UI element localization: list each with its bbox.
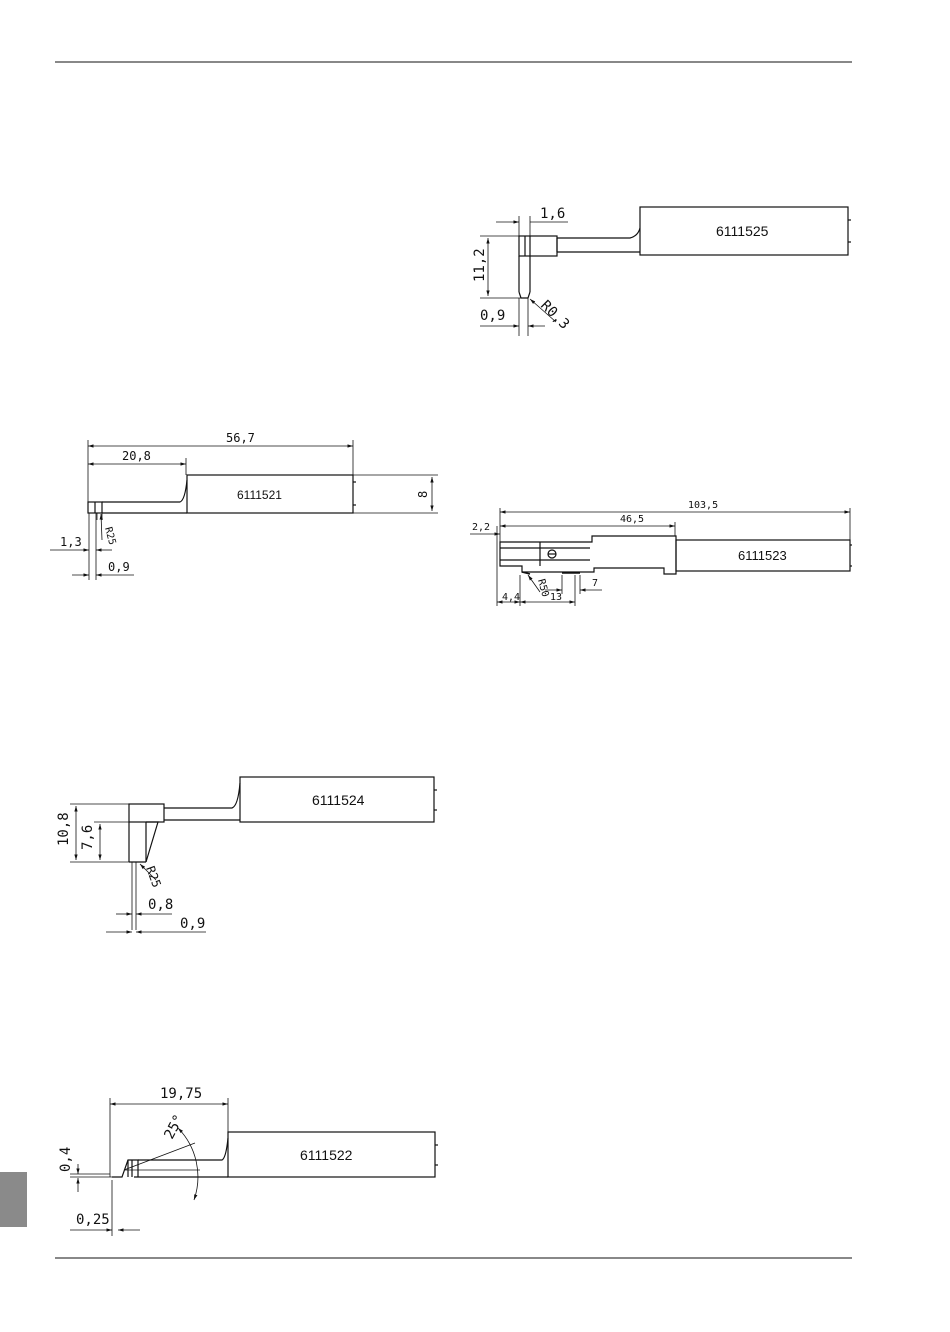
dim-r25-a: R25	[102, 526, 117, 546]
dim-11-2: 11,2	[472, 248, 488, 282]
stylus-6111525-drawing	[480, 207, 851, 336]
dim-0-25: 0,25	[76, 1212, 110, 1228]
dim-0-8: 0,8	[148, 897, 173, 913]
part-number-6111525: 6111525	[716, 223, 769, 239]
dim-0-9-b: 0,9	[108, 560, 130, 574]
dim-r25-b: R25	[143, 864, 164, 889]
dim-13: 13	[550, 592, 562, 603]
dim-r50: R50	[535, 578, 550, 598]
dim-10-8: 10,8	[56, 812, 72, 846]
dim-103-5: 103,5	[688, 500, 718, 511]
dim-r0-3: R0,3	[537, 298, 572, 333]
dim-0-9-c: 0,9	[180, 916, 205, 932]
dim-4-4: 4,4	[502, 592, 520, 603]
dim-46-5: 46,5	[620, 514, 644, 525]
dim-1-3: 1,3	[60, 535, 82, 549]
part-number-6111524: 6111524	[312, 792, 365, 808]
stylus-6111523-drawing	[470, 508, 852, 606]
dim-19-75: 19,75	[160, 1086, 202, 1102]
dim-56-7: 56,7	[226, 431, 255, 445]
part-number-6111523: 6111523	[738, 548, 787, 563]
part-number-6111521: 6111521	[237, 488, 282, 502]
dim-20-8: 20,8	[122, 449, 151, 463]
dim-7: 7	[592, 578, 598, 589]
part-number-6111522: 6111522	[300, 1147, 353, 1163]
dim-0-9-a: 0,9	[480, 308, 505, 324]
dim-0-4: 0,4	[58, 1147, 74, 1172]
dim-1-6: 1,6	[540, 206, 565, 222]
stylus-6111522-drawing	[70, 1098, 438, 1236]
dim-7-6: 7,6	[80, 825, 96, 850]
dim-8: 8	[416, 491, 430, 498]
stylus-6111524-drawing	[70, 777, 437, 932]
dim-2-2: 2,2	[472, 522, 490, 533]
stylus-6111521-drawing	[50, 440, 438, 580]
dim-25-deg: 25°	[161, 1112, 187, 1142]
